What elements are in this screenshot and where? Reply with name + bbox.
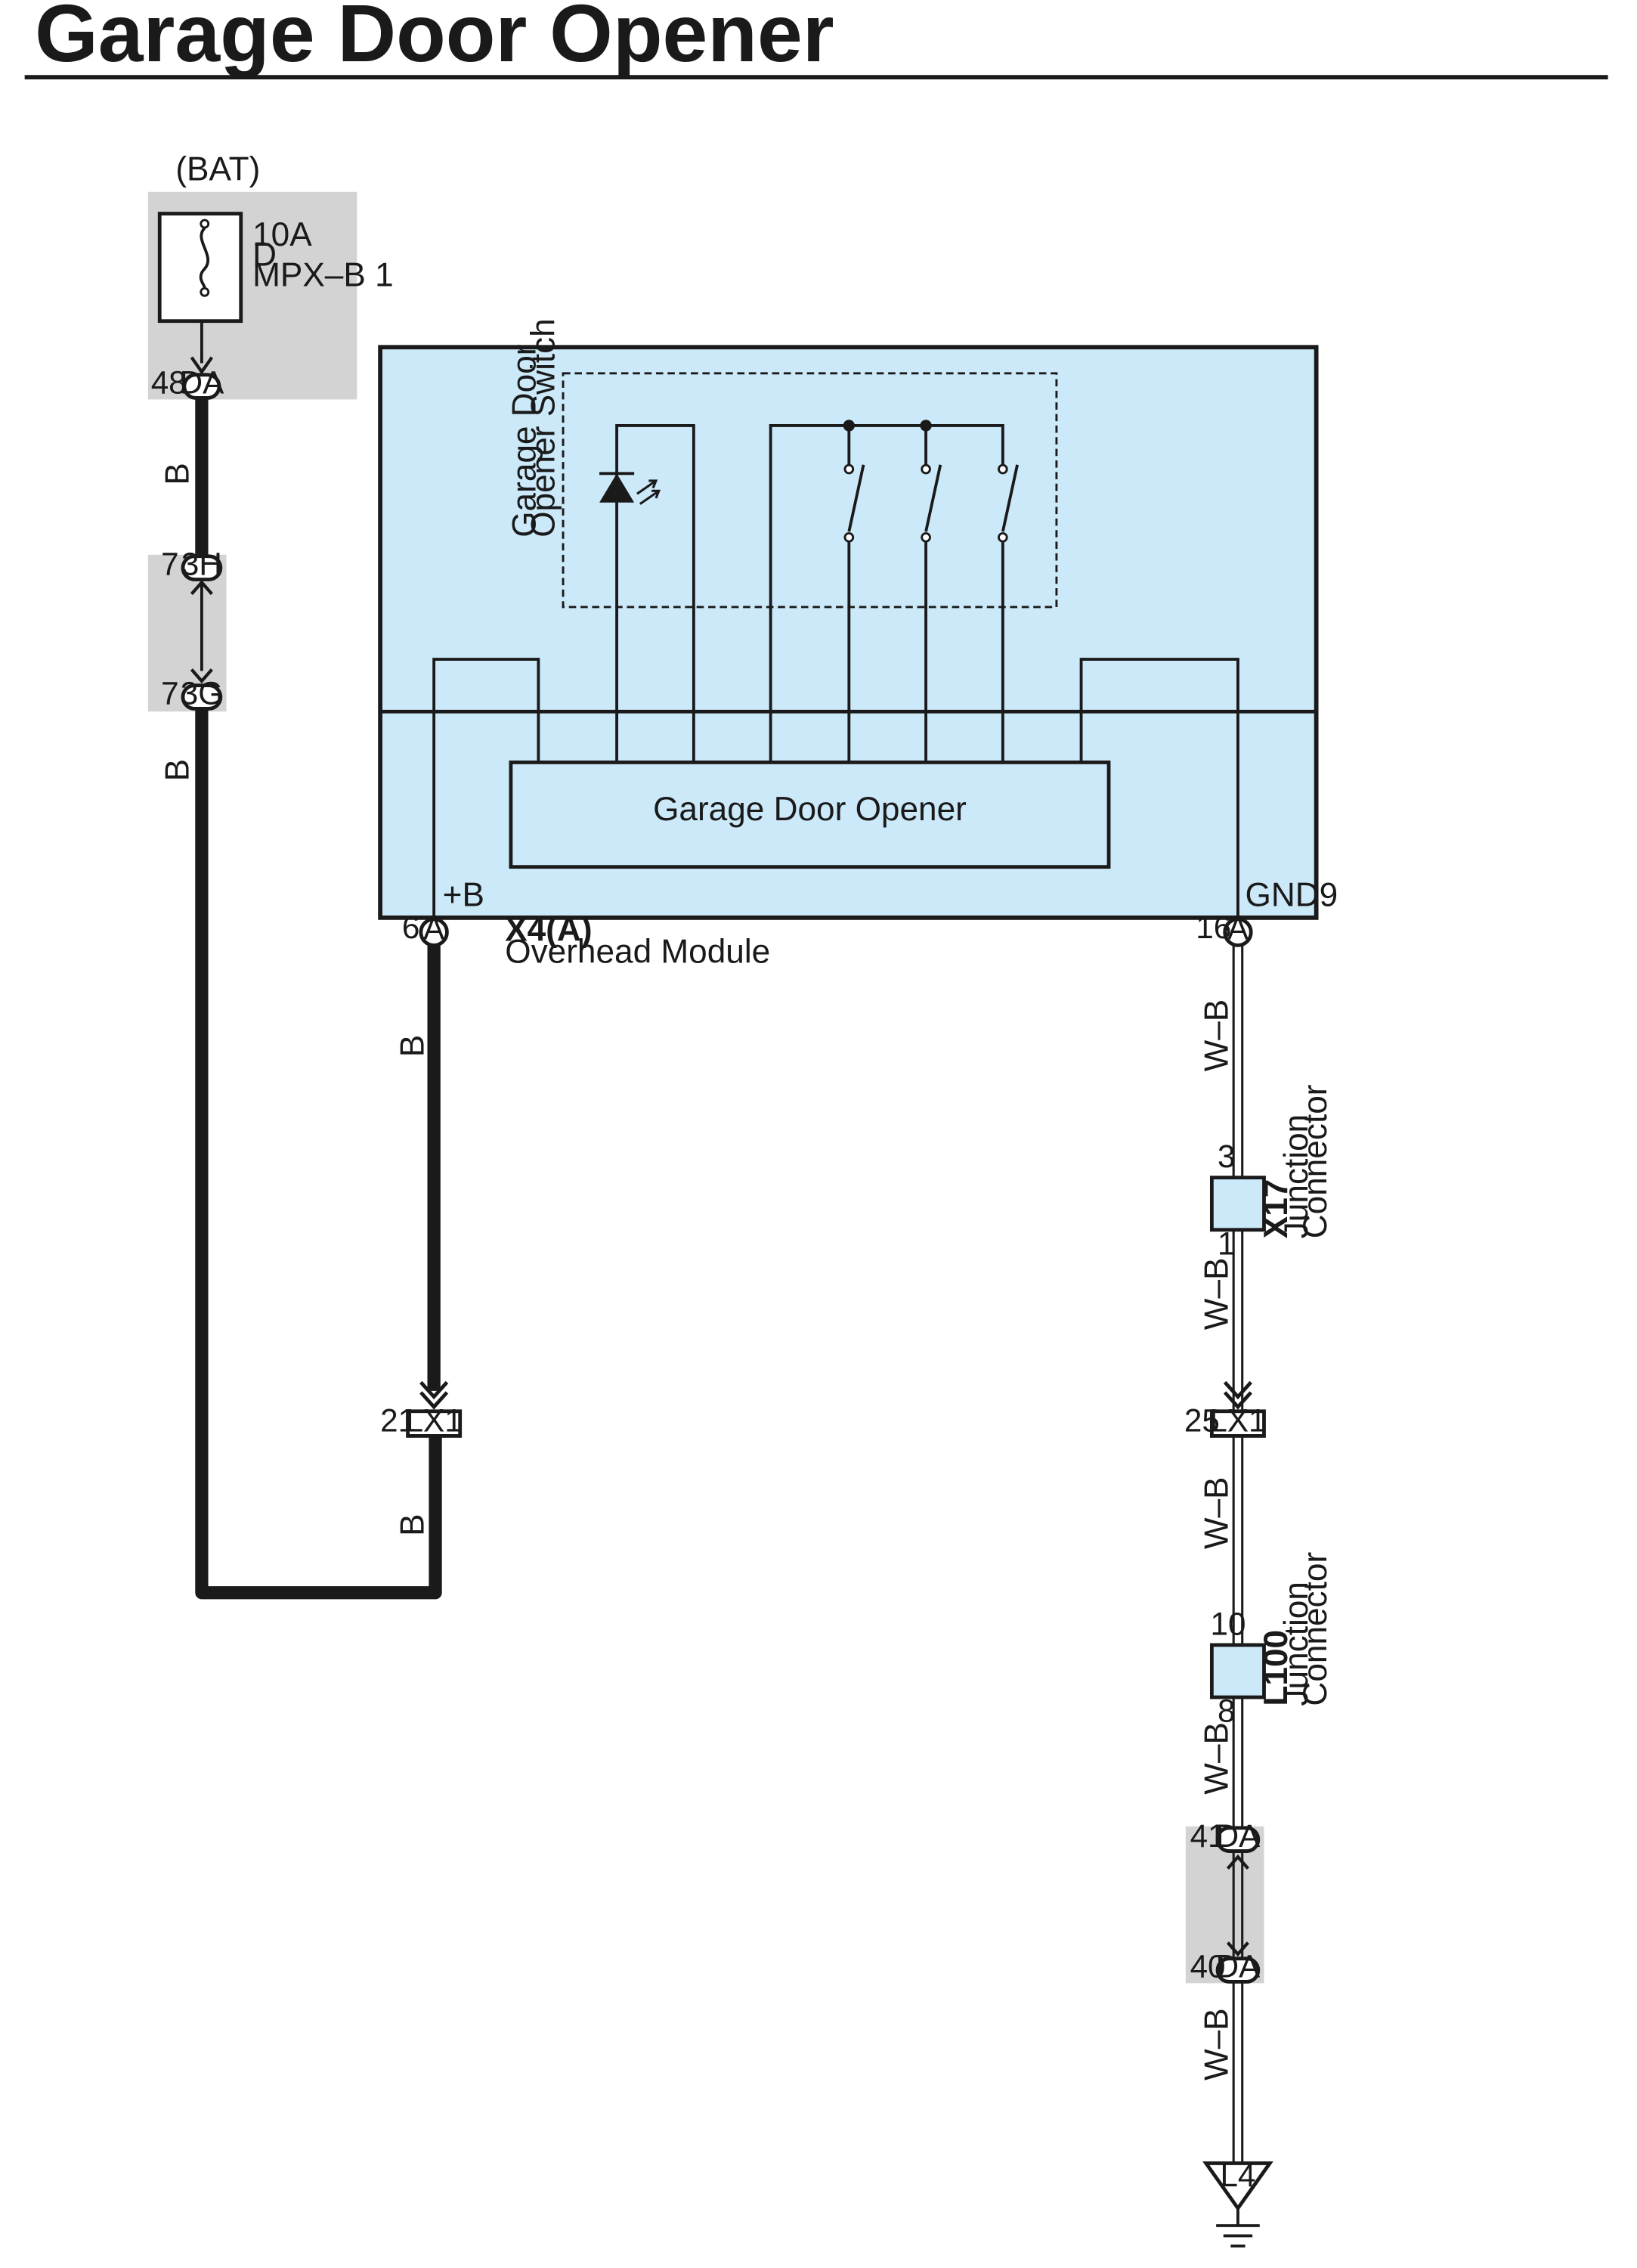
da-41-code: DA <box>1216 1818 1261 1854</box>
wire-label-b-4: B <box>395 1035 432 1057</box>
connector-3g-code: 3G <box>181 676 223 711</box>
garage-door-opener-label: Garage Door Opener <box>653 791 967 828</box>
lx1-left-code: LX1 <box>406 1403 463 1439</box>
switch-label-line2: Opener Switch <box>525 318 562 538</box>
wire-label-wb-5: W–B <box>1199 2008 1236 2081</box>
connector-id: X4(A) <box>505 912 592 949</box>
l100-id: L100 <box>1258 1630 1295 1706</box>
switch-1-blade <box>847 464 865 532</box>
pin-gnd-number: 16 <box>1196 909 1231 945</box>
switch-1-contact-top <box>843 463 855 475</box>
lx1-right-arrow <box>1223 1380 1253 1410</box>
l100-line2: Connector <box>1297 1552 1334 1706</box>
lx1-left-pin: 21 <box>380 1403 416 1439</box>
wire-label-b-1: B <box>159 463 197 485</box>
lx1-left-arrow <box>419 1380 449 1410</box>
da-top-pin: 48 <box>151 365 187 401</box>
led-light-arrows-icon <box>636 479 661 505</box>
fuse-name: MPX–B 1 <box>252 257 394 294</box>
terminal-pos-label: +B <box>443 877 484 914</box>
garage-door-opener-switch-box <box>562 372 1058 609</box>
wire-label-wb-4: W–B <box>1199 1722 1236 1795</box>
connector-3h-arrow <box>190 580 213 596</box>
fuse-terminal-top <box>200 218 210 229</box>
pin-a-pos-letter: A <box>423 911 445 947</box>
connector-3h-pin: 7 <box>161 547 179 582</box>
fuse-element <box>199 227 210 289</box>
switch-label-line1: Garage Door <box>506 345 543 538</box>
switch-1-icon <box>843 463 865 543</box>
l100-line1: Junction <box>1278 1582 1315 1706</box>
switch-3-icon <box>998 463 1019 543</box>
x17-pin-top: 3 <box>1218 1139 1236 1174</box>
connector-da-40 <box>1215 1957 1261 1984</box>
junction-connector-x17 <box>1209 1176 1266 1232</box>
switch-2-contact-bottom <box>921 531 931 543</box>
junction-dot-1 <box>843 420 856 432</box>
switch-2-contact-top <box>921 463 931 475</box>
lx1-right-pin: 25 <box>1184 1403 1220 1439</box>
da-40-arrow <box>1226 1941 1249 1957</box>
da-top-connector <box>182 373 221 400</box>
led-circuit-wire <box>615 424 695 763</box>
wire-label-b-2: B <box>159 759 197 781</box>
switch-3-blade <box>1001 464 1019 532</box>
switch-1-contact-bottom <box>843 531 855 543</box>
wire-label-wb-1: W–B <box>1199 999 1236 1072</box>
led-icon <box>599 473 635 503</box>
fuse-rating: 10A <box>252 216 312 253</box>
wire-b-left-loop <box>195 710 442 1600</box>
pin-a-gnd <box>1223 917 1253 947</box>
l100-pin-top: 10 <box>1210 1606 1246 1641</box>
switch-2-icon <box>921 463 942 543</box>
x17-id: X17 <box>1258 1179 1295 1239</box>
da-41-pin: 41 <box>1190 1818 1226 1854</box>
garage-door-opener-unit <box>509 761 1111 869</box>
wire-label-wb-2: W–B <box>1199 1258 1236 1331</box>
wire-label-wb-3: W–B <box>1199 1476 1236 1549</box>
connector-3g-pin: 7 <box>161 676 179 711</box>
da-top-code: DA <box>180 365 225 401</box>
lx1-right-code: LX1 <box>1209 1403 1266 1439</box>
connector-name: Overhead Module <box>505 933 770 970</box>
connector-3g <box>181 683 223 711</box>
x17-pin-bottom: 1 <box>1218 1225 1236 1261</box>
module-ground-wire <box>1079 658 1239 918</box>
ground-point-icon <box>1202 2161 1273 2212</box>
terminal-gnd-label: GND9 <box>1246 877 1338 914</box>
junction-dot-2 <box>920 420 932 432</box>
connector-3h <box>181 554 223 581</box>
x17-line1: Junction <box>1278 1114 1315 1238</box>
da-40-pin: 40 <box>1190 1949 1226 1984</box>
page-title: Garage Door Opener <box>35 0 834 79</box>
l100-pin-bottom: 8 <box>1218 1693 1236 1729</box>
da-top-arrow <box>190 356 214 375</box>
lx1-left-connector <box>406 1409 463 1438</box>
connector-da-41-40-shade <box>1185 1826 1264 1984</box>
da-41-arrow <box>1226 1854 1249 1870</box>
pin-a-gnd-letter: A <box>1227 911 1249 947</box>
fuse-letter: D <box>252 237 277 274</box>
connector-da-41 <box>1215 1826 1261 1853</box>
junction-connector-l100 <box>1209 1643 1266 1699</box>
fuse-terminal-bottom <box>200 287 210 297</box>
switch-3-contact-bottom <box>998 531 1008 543</box>
switch-3-contact-top <box>998 463 1008 475</box>
fuse-box <box>157 212 243 324</box>
connector-3h-code: 3H <box>181 547 222 582</box>
switch-common-bus <box>769 424 1004 763</box>
x17-line2: Connector <box>1297 1085 1334 1239</box>
ground-id: L4 <box>1220 2158 1255 2193</box>
connector-3g-arrow <box>190 668 213 684</box>
battery-label: (BAT) <box>175 150 260 187</box>
module-power-wire <box>432 658 540 918</box>
switch-2-blade <box>924 464 942 532</box>
fuse <box>157 212 243 324</box>
lx1-right-connector <box>1209 1409 1266 1438</box>
pin-pos-number: 6 <box>402 909 420 945</box>
wire-label-b-3: B <box>395 1514 432 1535</box>
da-40-code: DA <box>1216 1949 1261 1984</box>
